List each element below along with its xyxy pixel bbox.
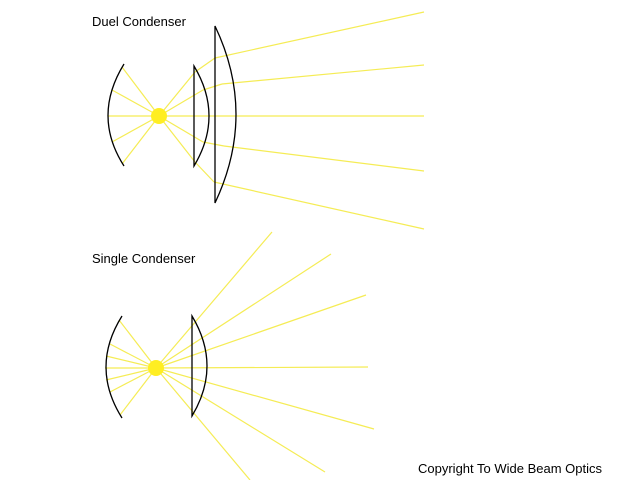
- duel-output-rays: [209, 11, 425, 230]
- duel-between-lens-rays: [194, 57, 225, 183]
- single-condenser-lens: [191, 313, 208, 419]
- single-reflector: [105, 315, 123, 419]
- single-output-rays: [155, 231, 375, 480]
- duel-condenser-title: Duel Condenser: [92, 14, 186, 29]
- duel-light-source: [151, 108, 167, 124]
- duel-second-lens: [214, 25, 237, 204]
- single-condenser-diagram: [105, 231, 375, 480]
- duel-front-rays: [158, 71, 209, 163]
- duel-condenser-diagram: [107, 11, 425, 230]
- duel-reflector: [107, 63, 125, 167]
- duel-rear-rays: [108, 66, 160, 165]
- duel-first-lens: [193, 63, 210, 169]
- single-light-source: [148, 360, 164, 376]
- single-condenser-title: Single Condenser: [92, 251, 196, 266]
- copyright-notice: Copyright To Wide Beam Optics: [418, 461, 602, 476]
- single-rear-rays: [105, 319, 157, 416]
